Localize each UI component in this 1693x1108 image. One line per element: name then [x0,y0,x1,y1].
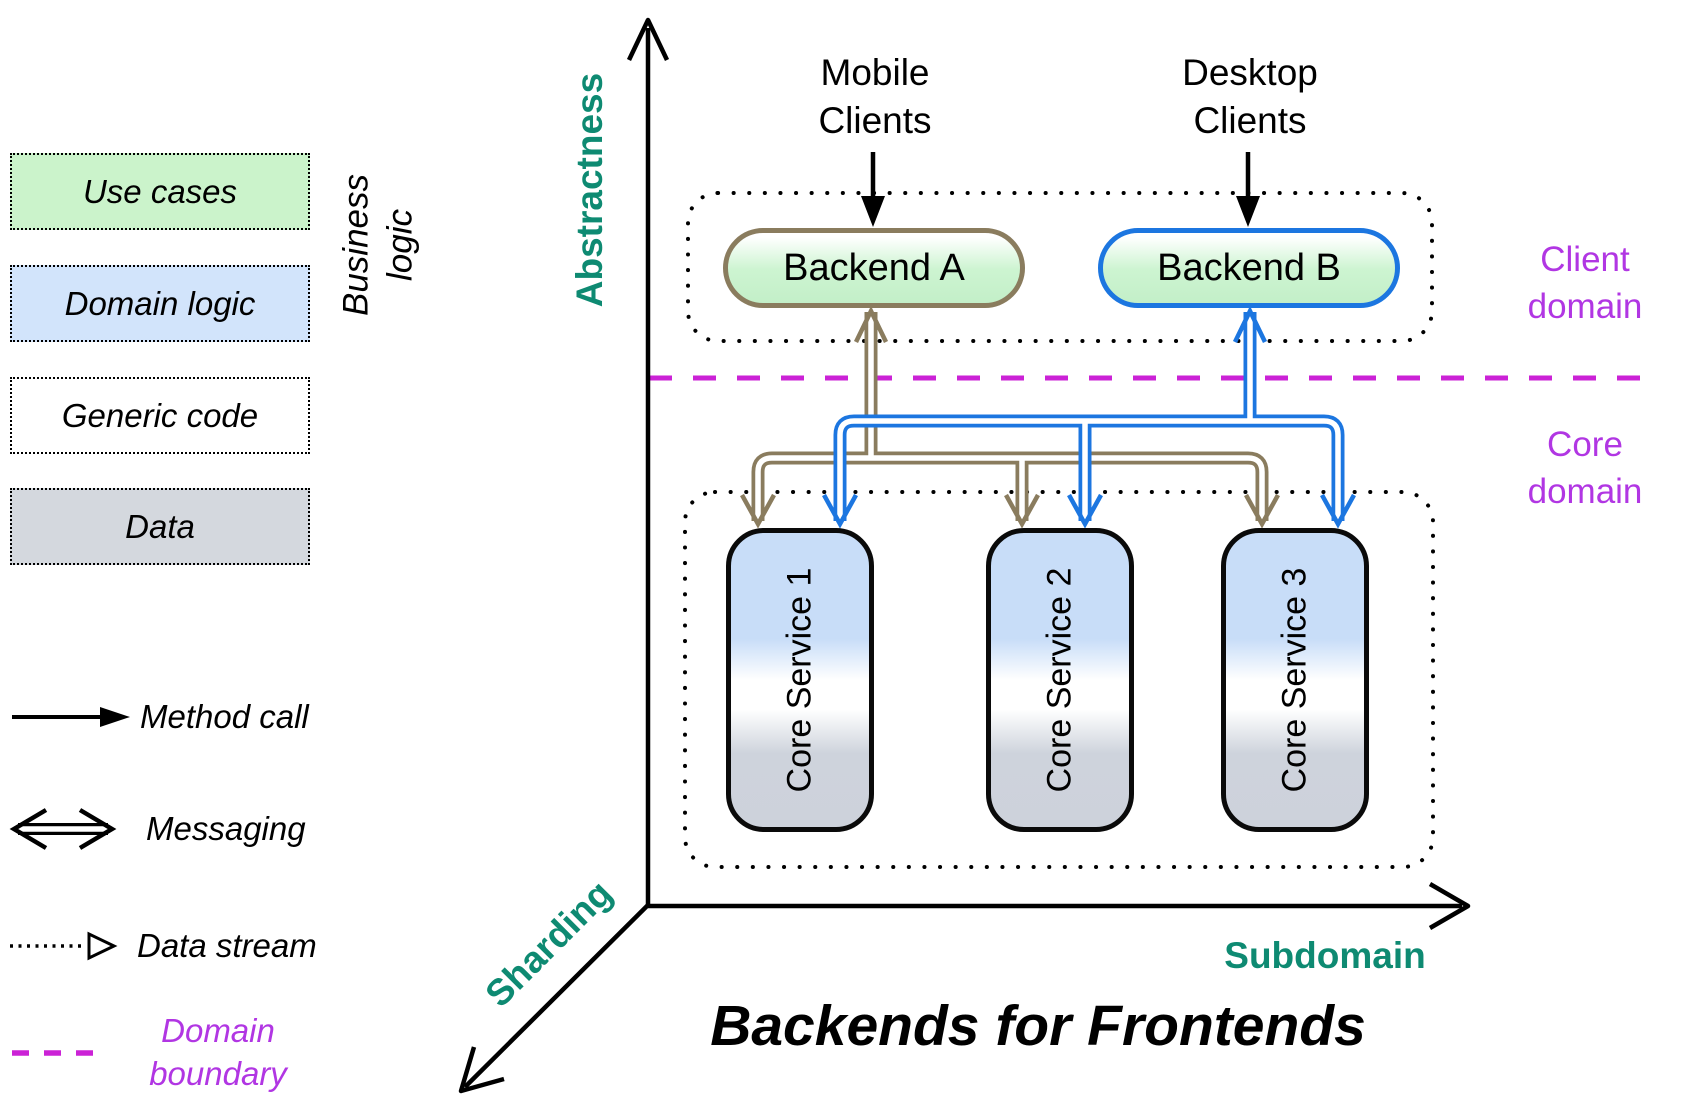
legend-domain-logic-label: Domain logic [64,284,256,322]
core-service-1-label: Core Service 1 [780,567,819,793]
legend-use-cases: Use cases [10,153,310,230]
core-service-2-node: Core Service 2 [986,528,1134,832]
abstractness-axis-label: Abstractness [569,72,610,308]
mobile-clients-label: Mobile Clients [818,51,932,141]
core-service-2-label: Core Service 2 [1040,567,1079,793]
subdomain-axis-label: Subdomain [1224,935,1426,976]
data-stream-sample-arrow [10,931,118,961]
core-service-3-label: Core Service 3 [1275,567,1314,793]
desktop-to-backend-b-arrow [1236,152,1260,227]
backend-a-node: Backend A [723,228,1025,308]
messaging-label: Messaging [146,810,306,847]
core-service-1-node: Core Service 1 [726,528,874,832]
method-call-label: Method call [140,698,309,735]
method-call-sample-arrow [12,707,130,727]
backend-b-messaging-arrows [822,305,1356,529]
mobile-to-backend-a-arrow [861,152,885,227]
backend-b-label: Backend B [1157,246,1341,289]
client-domain-label: Client domain [1527,239,1643,326]
core-service-3-node: Core Service 3 [1221,528,1369,832]
sharding-axis [458,903,650,1094]
backend-b-node: Backend B [1098,228,1400,308]
legend-data-label: Data [125,507,195,545]
business-logic-label: Business logic [336,173,419,317]
legend-domain-logic: Domain logic [10,265,310,342]
diagram-title: Backends for Frontends [710,994,1366,1058]
backend-a-messaging-arrows [740,305,1280,529]
legend-generic-code-label: Generic code [61,396,259,434]
desktop-clients-label: Desktop Clients [1182,51,1318,141]
messaging-sample-arrow [9,808,117,850]
data-stream-label: Data stream [137,927,317,964]
abstractness-axis [626,17,670,905]
backend-a-label: Backend A [783,246,965,289]
domain-boundary-label: Domain boundary [149,1012,287,1092]
legend-use-cases-label: Use cases [82,172,238,210]
client-domain-box [686,191,1434,343]
legend-data: Data [10,488,310,565]
legend-generic-code: Generic code [10,377,310,454]
core-domain-box [683,490,1435,869]
core-domain-label: Core domain [1527,424,1643,511]
subdomain-axis [648,882,1471,930]
